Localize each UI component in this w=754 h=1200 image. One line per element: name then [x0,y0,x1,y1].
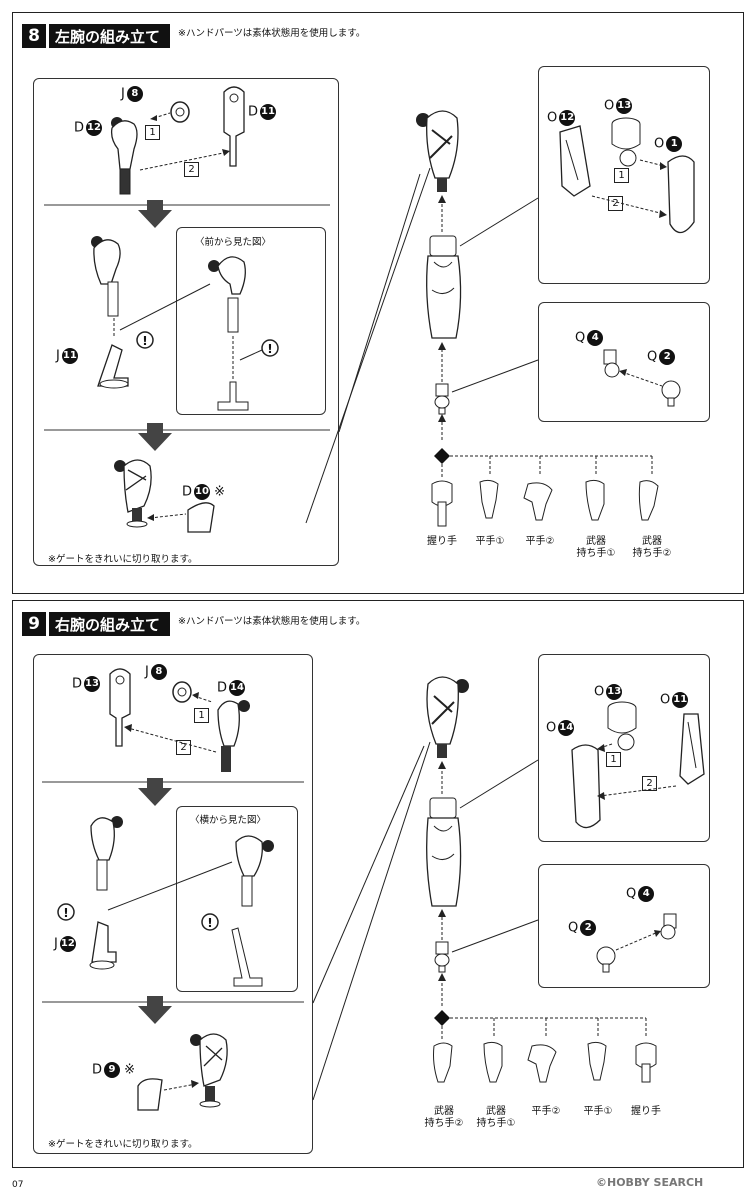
step9-hand-4: 握り手 [631,1106,661,1117]
step9-note: ※ハンドパーツは素体状態用を使用します。 [178,616,366,627]
svg-text:!: ! [267,342,272,356]
step9-title: 右腕の組み立て [49,612,171,636]
step8-left-panel [33,78,339,566]
step8-number: 8 [22,24,46,48]
step9-row1-step2: 2 [176,740,191,755]
svg-text:!: ! [142,334,147,348]
step8-hand-3: 武器 持ち手① [576,536,616,559]
step8-row1-step1: 1 [145,125,160,140]
step8-title: 左腕の組み立て [49,24,171,48]
step9-detail-step2: 2 [642,776,657,791]
step9-number: 9 [22,612,46,636]
step9-left-panel [33,654,313,1154]
step8-hand-2: 平手② [525,536,555,547]
step8-front-view-panel [176,227,326,415]
svg-text:!: ! [207,916,212,930]
step8-header: 8 左腕の組み立て ※ハンドパーツは素体状態用を使用します。 [22,24,365,48]
step9-hand-0: 武器 持ち手② [424,1106,464,1129]
step9-hand-1: 武器 持ち手① [476,1106,516,1129]
step9-row1-step1: 1 [194,708,209,723]
step8-frame [12,12,744,594]
step9-forearm-detail-panel [538,654,710,842]
step8-detail-step1: 1 [614,168,629,183]
step9-wrist-detail-panel [538,864,710,988]
step8-forearm-detail-panel [538,66,710,284]
svg-text:!: ! [63,906,68,920]
step8-note: ※ハンドパーツは素体状態用を使用します。 [178,28,366,39]
page-number: 07 [12,1180,24,1190]
step9-hand-3: 平手① [583,1106,613,1117]
step9-gate-note: ※ゲートをきれいに切り取ります。 [48,1139,198,1150]
step9-hand-2: 平手② [531,1106,561,1117]
step8-hand-0: 握り手 [427,536,457,547]
step9-detail-step1: 1 [606,752,621,767]
step9-frame [12,600,744,1168]
step8-hand-4: 武器 持ち手② [632,536,672,559]
watermark: ©HOBBY SEARCH [596,1176,704,1189]
step8-front-view-label: 〈前から見た図〉 [195,237,272,248]
step9-side-view-panel [176,806,298,992]
step9-header: 9 右腕の組み立て ※ハンドパーツは素体状態用を使用します。 [22,612,365,636]
step8-row1-step2: 2 [184,162,199,177]
step8-wrist-detail-panel [538,302,710,422]
step8-gate-note: ※ゲートをきれいに切り取ります。 [48,554,198,565]
step8-hand-1: 平手① [475,536,505,547]
step9-side-view-label: 〈横から見た図〉 [190,815,267,826]
